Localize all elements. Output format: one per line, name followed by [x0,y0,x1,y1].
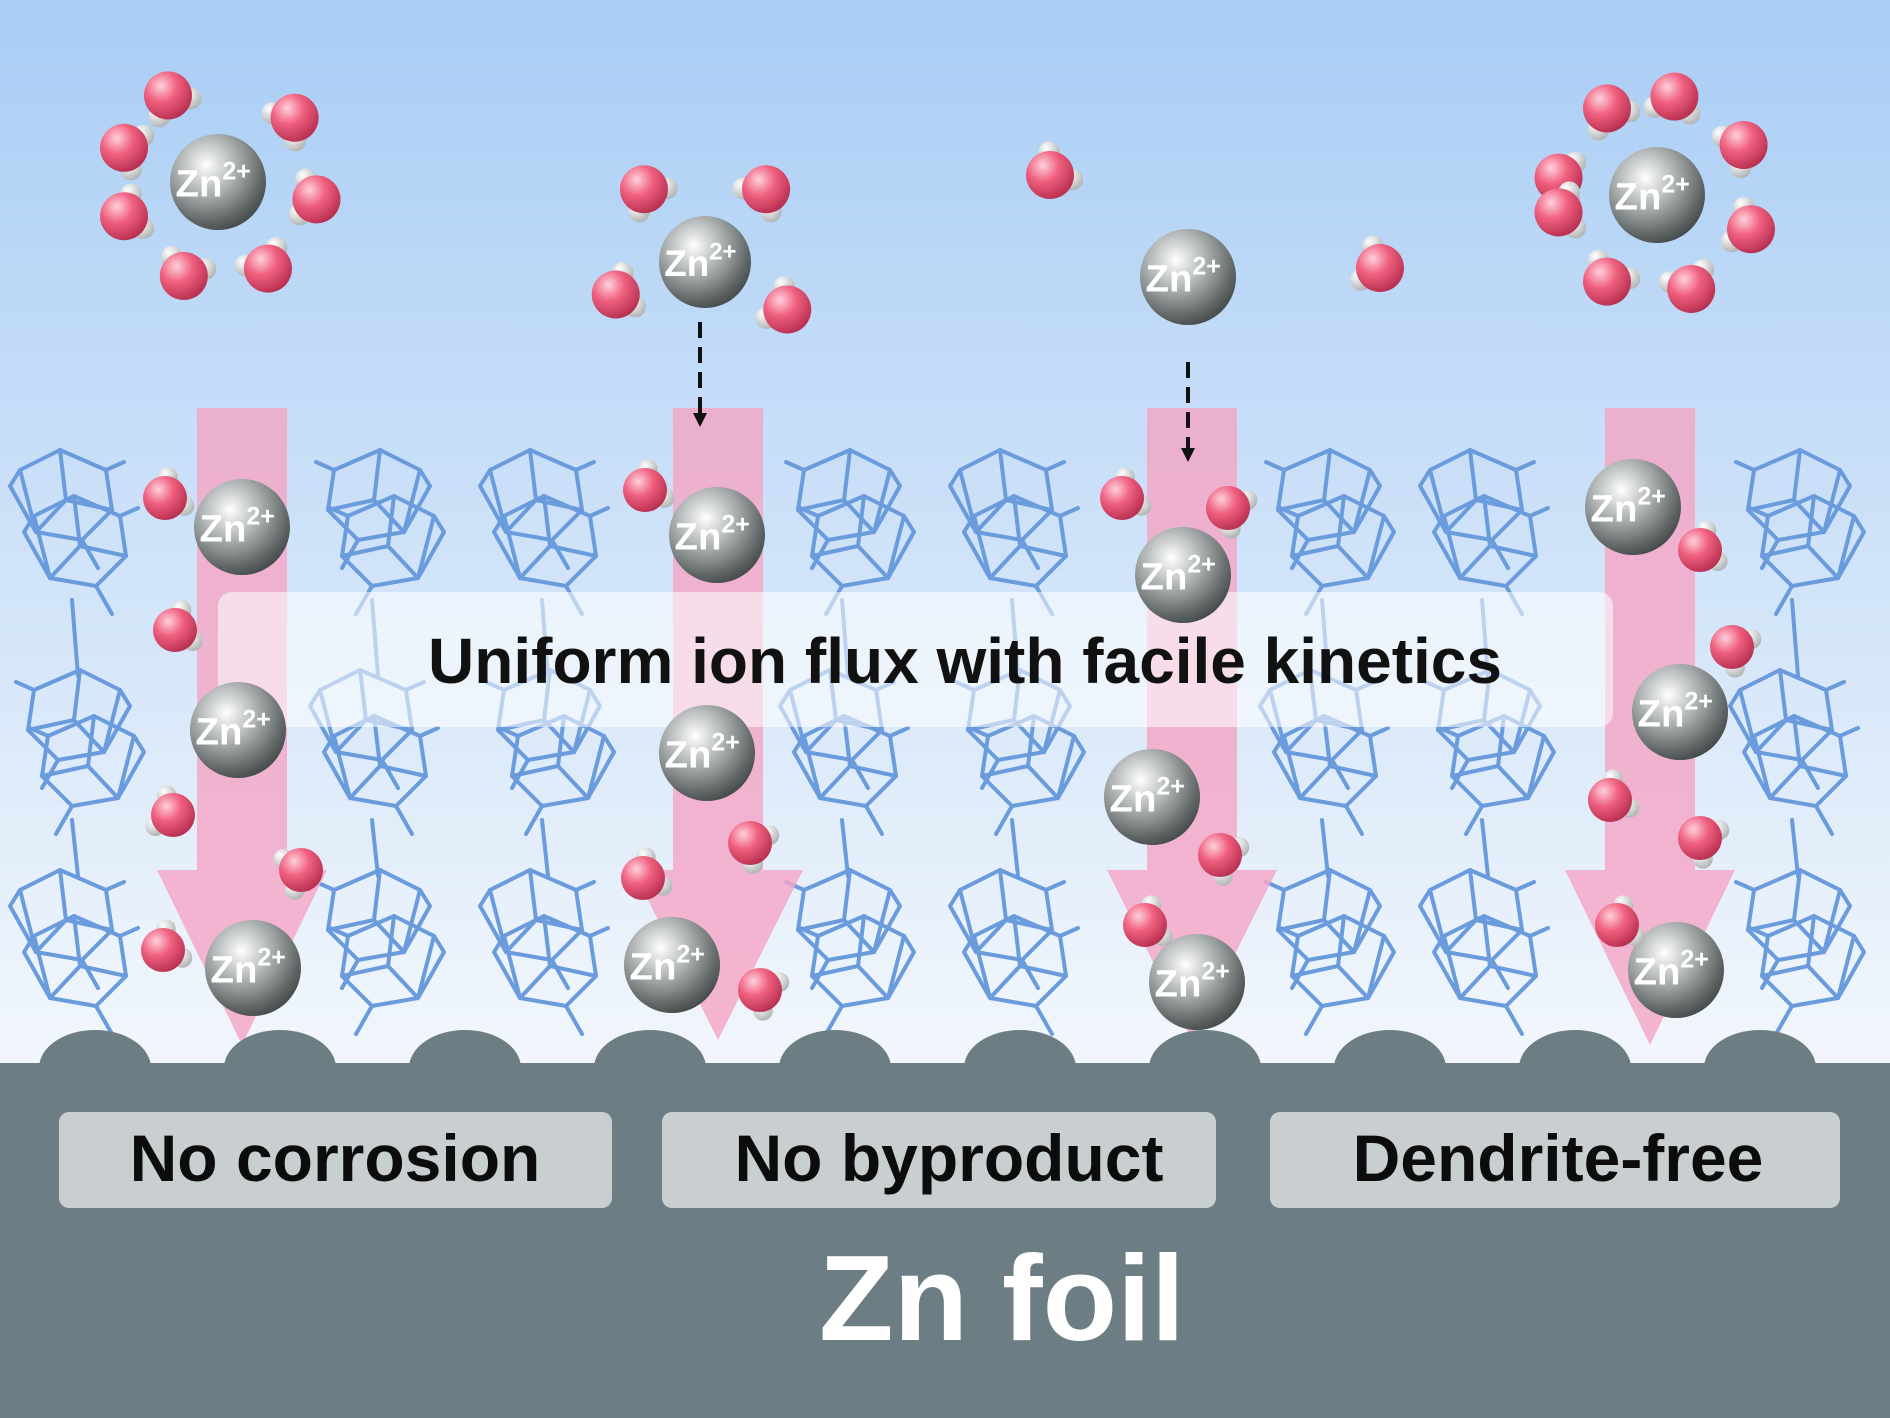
water-molecule [1678,520,1728,572]
zn-ion: Zn2+ [1632,664,1728,760]
zn-ion: Zn2+ [1104,749,1200,845]
water-molecule [100,123,155,181]
water-molecule [1678,816,1730,869]
foil-bump [39,1030,151,1106]
foil-bump [1704,1030,1816,1106]
water-molecule [273,848,323,900]
foil-bump [1519,1030,1631,1106]
badge-no-corrosion-label: No corrosion [130,1121,541,1195]
water-molecule [1720,196,1775,254]
water-molecule [621,847,673,900]
zn-ion: Zn2+ [190,682,286,778]
water-molecule [141,919,193,972]
zn-ion: Zn2+ [1149,934,1245,1030]
water-molecule [1595,895,1645,947]
foil-bump [1149,1030,1261,1106]
water-molecule [728,821,780,874]
banner-label: Uniform ion flux with facile kinetics [428,625,1502,697]
framework-pillar [8,448,146,1036]
foil-label: Zn foil [819,1230,1185,1366]
water-molecule [234,236,292,293]
badge-no-byproduct: No byproduct [662,1112,1216,1208]
foil-bump [594,1030,706,1106]
zn-ion: Zn2+ [659,216,751,308]
water-molecule [1588,769,1640,822]
zn-ion: Zn2+ [1140,229,1236,325]
water-molecule [623,459,675,512]
foil-bump [779,1030,891,1106]
water-molecule [159,245,217,300]
water-molecule [288,168,341,226]
water-molecule [1206,486,1258,539]
framework-pillar [1728,448,1866,1036]
water-molecule [591,262,646,319]
water-molecule [619,165,678,223]
water-molecule [1658,258,1716,313]
zn-ion: Zn2+ [1628,922,1724,1018]
water-molecule [1583,84,1641,141]
foil-bump [1334,1030,1446,1106]
zn-ion: Zn2+ [659,705,755,801]
badge-no-byproduct-label: No byproduct [735,1121,1164,1195]
zn-ion: Zn2+ [170,134,266,230]
water-molecule [143,467,195,520]
water-molecule [732,165,791,223]
solvated-ions-layer: Zn2+ Zn2+ Zn2+ Zn2+ Zn2+ Zn2+ Zn2+ Zn2+ Zn2+ Zn2+… [100,71,1775,1030]
badge-no-corrosion: No corrosion [59,1112,612,1208]
water-molecule [1349,235,1404,292]
foil-bump [964,1030,1076,1106]
banner-panel [218,592,1613,727]
water-molecule [1100,467,1152,520]
foil-bump [409,1030,521,1106]
zn-ion: Zn2+ [624,917,720,1013]
zn-ion: Zn2+ [194,479,290,575]
water-molecule [1198,833,1250,886]
zn-ion: Zn2+ [205,920,301,1016]
water-molecule [1583,249,1641,306]
water-molecule [145,785,195,837]
zn-ion: Zn2+ [1585,459,1681,555]
water-molecule [1711,121,1768,179]
foil-bump [224,1030,336,1106]
water-molecule [144,71,202,128]
foil-surface-bumps [39,1030,1816,1106]
badge-dendrite-free-label: Dendrite-free [1353,1121,1764,1195]
badge-dendrite-free: Dendrite-free [1270,1112,1840,1208]
water-molecule [1643,72,1701,125]
zn-foil: No corrosion No byproduct Dendrite-free … [0,1030,1890,1418]
zn-ion: Zn2+ [1135,527,1231,623]
water-molecule [1710,625,1762,678]
water-molecule [153,600,203,652]
water-molecule [755,276,812,334]
water-molecule [1123,895,1173,947]
zn-ion: Zn2+ [1609,147,1705,243]
water-molecule [738,968,790,1021]
water-molecule [1534,181,1587,239]
zn-ion: Zn2+ [669,487,765,583]
water-molecule [100,183,155,241]
water-molecule [261,93,319,152]
water-molecule [1026,141,1084,199]
framework-layer [8,448,1866,1036]
framework-pillar [778,448,916,1036]
